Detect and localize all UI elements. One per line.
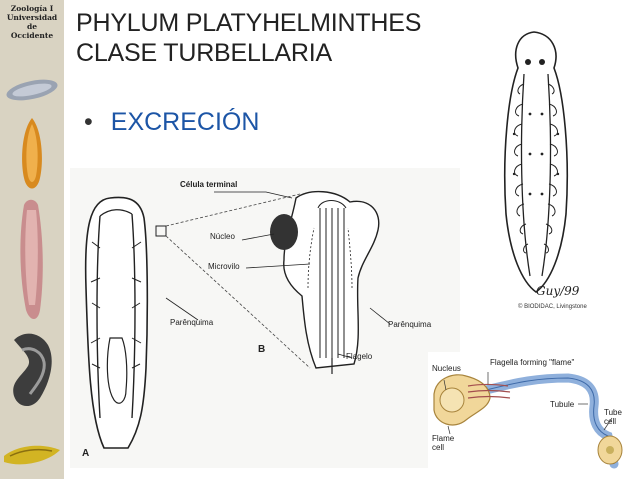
planarian-diagram (503, 31, 569, 293)
sidebar-specimens (4, 79, 60, 465)
brand-line: Occidente (10, 31, 54, 40)
title-line-2: CLASE TURBELLARIA (76, 39, 332, 67)
bullet-symbol: • (84, 108, 93, 136)
label-flame-cell-line: cell (432, 443, 445, 452)
specimen-image (22, 118, 42, 189)
label-nucleo: Núcleo (210, 232, 235, 241)
label-panel-b: B (258, 344, 266, 355)
brand-line: Zoología I (10, 4, 54, 13)
sidebar-brand: Zoología I Universidad de Occidente (2, 4, 62, 40)
figure-excretory-system: Célula terminal Núcleo Microvilo Parênqu… (70, 168, 460, 468)
brand-line: de (26, 22, 38, 31)
label-flagelo: Flagelo (346, 352, 373, 361)
planarian-credit: © BIODIDAC, Livingstone (518, 304, 587, 310)
specimen-image (20, 199, 43, 319)
label-parenquima-left: Parênquima (170, 318, 214, 327)
figure-planarian: Guy/99 © BIODIDAC, Livingstone (478, 14, 618, 324)
specimen-image (4, 445, 60, 465)
label-flagella: Flagella forming "flame" (490, 358, 575, 367)
bullet-text: EXCRECIÓN (110, 108, 260, 136)
label-celula-terminal: Célula terminal (180, 180, 238, 189)
label-tube-cell-line: cell (604, 417, 617, 426)
planarian-signature: Guy/99 (536, 284, 580, 298)
label-tubule: Tubule (550, 400, 575, 409)
title-line-1: PHYLUM PLATYHELMINTHES (76, 9, 422, 37)
specimen-image (6, 79, 58, 101)
figure-flame-cell: Nucleus Flagella forming "flame" Tubule … (428, 352, 633, 477)
brand-line: Universidad (6, 13, 58, 22)
label-tube-cell: Tube cell (604, 408, 622, 426)
figure-a-diagram (70, 168, 460, 468)
label-flame-cell: Flame cell (432, 434, 454, 452)
slide-title: PHYLUM PLATYHELMINTHES CLASE TURBELLARIA (76, 8, 476, 68)
sidebar-strip: Zoología I Universidad de Occidente (0, 0, 64, 479)
label-flame-cell-line: Flame (432, 434, 455, 443)
label-panel-a: A (82, 448, 90, 459)
label-parenquima-right: Parênquima (388, 320, 432, 329)
label-microvilo: Microvilo (208, 262, 240, 271)
label-tube-cell-line: Tube (604, 408, 622, 417)
bullet-item: • EXCRECIÓN (84, 108, 259, 137)
flame-cell-diagram (428, 352, 633, 477)
specimen-image (13, 333, 52, 407)
label-nucleus: Nucleus (432, 364, 461, 373)
